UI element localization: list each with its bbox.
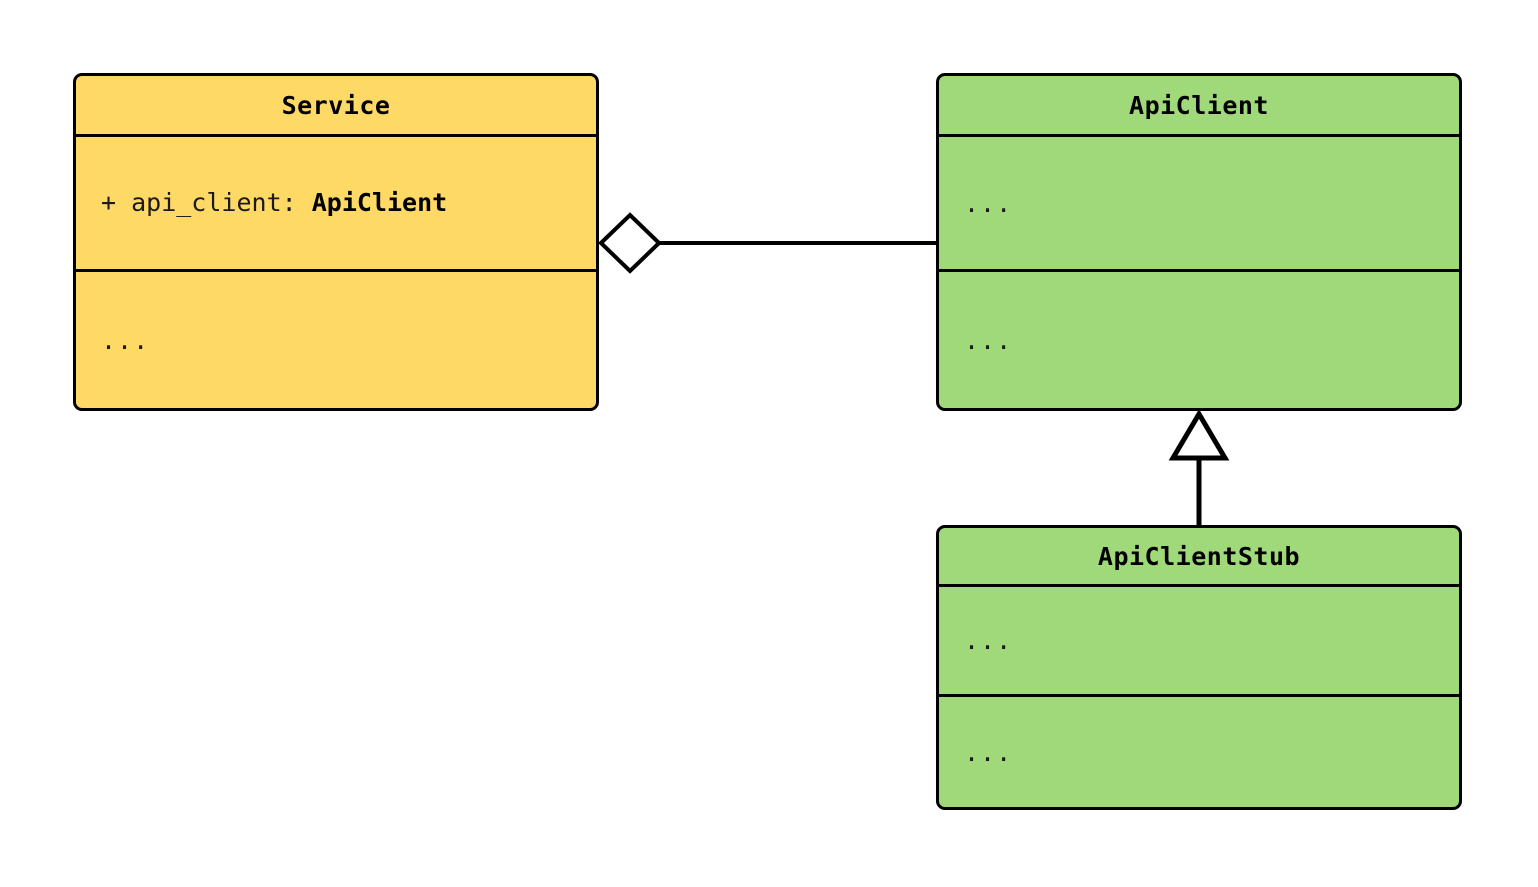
attribute-type: ApiClient — [311, 188, 448, 218]
generalization-edge-apiclientstub-apiclient[interactable] — [1168, 409, 1230, 525]
operations-placeholder: ... — [101, 325, 150, 355]
class-name-apiclientstub: ApiClientStub — [939, 528, 1459, 587]
attributes-compartment-apiclientstub: ... — [939, 587, 1459, 697]
attributes-placeholder: ... — [964, 188, 1013, 218]
operations-compartment-apiclient: ... — [939, 272, 1459, 408]
class-name-service: Service — [76, 76, 596, 137]
attribute-row-api-client: + api_client: ApiClient — [101, 189, 447, 217]
operations-placeholder: ... — [964, 325, 1013, 355]
attributes-compartment-service: + api_client: ApiClient — [76, 137, 596, 272]
attributes-compartment-apiclient: ... — [939, 137, 1459, 272]
class-box-apiclient[interactable]: ApiClient ... ... — [936, 73, 1462, 411]
aggregation-edge-service-apiclient[interactable] — [598, 212, 937, 274]
operations-placeholder: ... — [964, 737, 1013, 767]
class-box-apiclientstub[interactable]: ApiClientStub ... ... — [936, 525, 1462, 810]
operations-compartment-apiclientstub: ... — [939, 697, 1459, 807]
attribute-prefix: + api_client: — [101, 188, 312, 218]
class-name-apiclient: ApiClient — [939, 76, 1459, 137]
class-box-service[interactable]: Service + api_client: ApiClient ... — [73, 73, 599, 411]
attributes-placeholder: ... — [964, 626, 1013, 655]
operations-compartment-service: ... — [76, 272, 596, 408]
hollow-diamond-icon — [598, 212, 662, 274]
hollow-triangle-icon — [1168, 409, 1230, 461]
